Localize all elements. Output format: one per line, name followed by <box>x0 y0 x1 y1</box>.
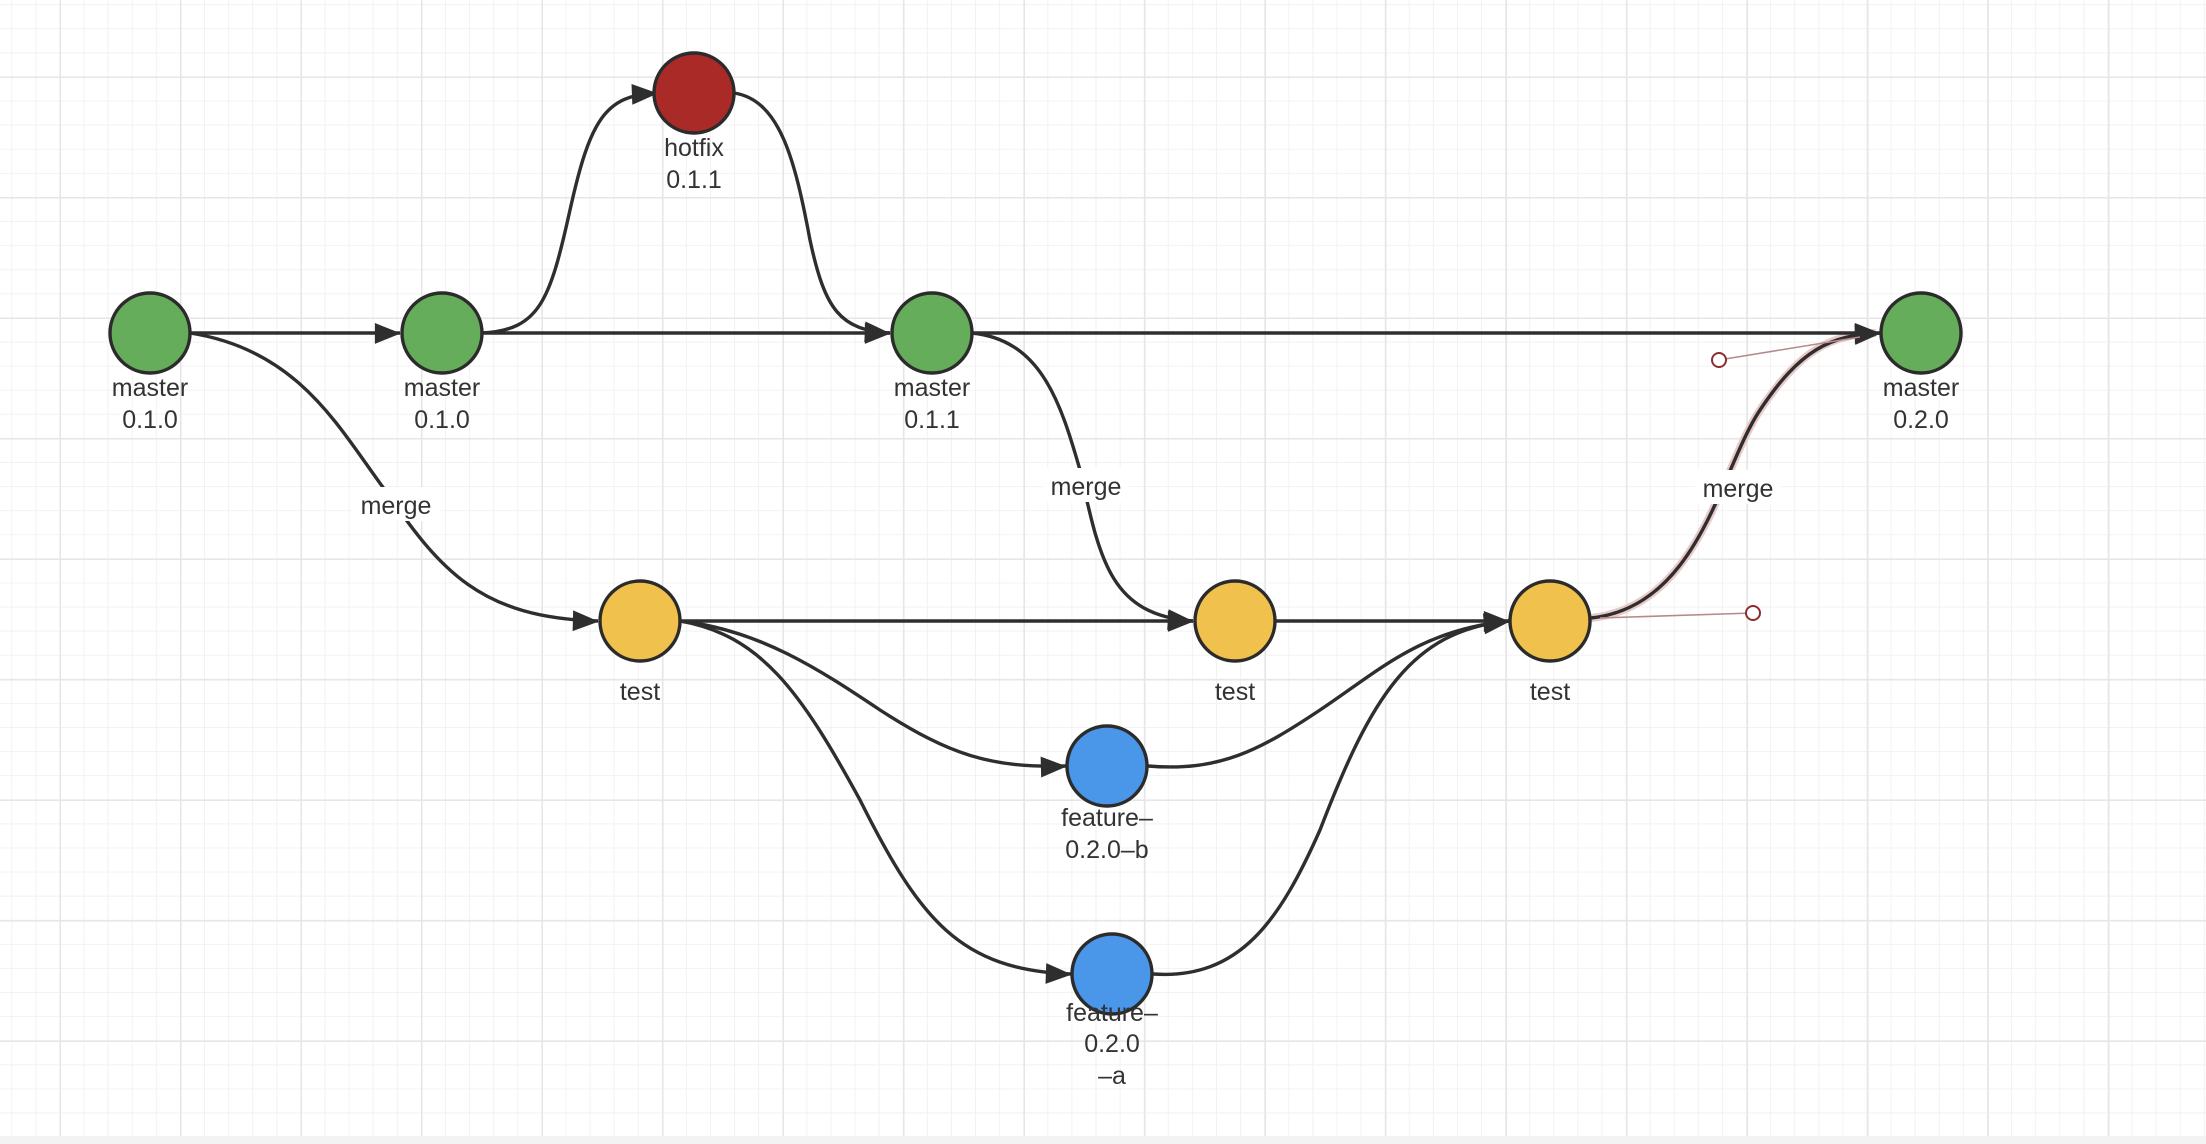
node-label-line: test <box>1215 678 1255 706</box>
nodes-layer: master 0.1.0 master 0.1.0 hotfix 0.1.1 m… <box>108 51 1963 1090</box>
edge-m2-h1[interactable] <box>481 84 658 335</box>
node-label-line: 0.2.0–b <box>1065 836 1148 864</box>
node-master-0-2-0[interactable]: master 0.2.0 <box>1879 291 1963 434</box>
edge-label-m3-t2: merge <box>1043 468 1129 502</box>
node-test-3[interactable]: test <box>1508 579 1592 706</box>
commit-node[interactable] <box>1070 932 1154 1016</box>
node-label-line: test <box>1530 678 1570 706</box>
node-label-line: feature– <box>1066 999 1158 1027</box>
edges-layer <box>189 84 1881 984</box>
canvas-bottom-edge <box>0 1136 2206 1144</box>
node-master-0-1-0-a[interactable]: master 0.1.0 <box>108 291 192 434</box>
edge-t1-fb[interactable] <box>679 619 1067 778</box>
node-label-line: 0.1.0 <box>122 406 178 434</box>
control-handle-dot[interactable] <box>1711 352 1727 368</box>
node-master-0-1-1[interactable]: master 0.1.1 <box>890 291 974 434</box>
commit-node[interactable] <box>1508 579 1592 663</box>
control-handle-line <box>1599 612 1754 619</box>
control-handle-dot[interactable] <box>1745 605 1761 621</box>
node-label-line: master <box>112 374 188 402</box>
node-label-line: test <box>620 678 660 706</box>
node-label-line: master <box>404 374 480 402</box>
node-label-line: master <box>1883 374 1959 402</box>
node-label-line: master <box>894 374 970 402</box>
node-test-2[interactable]: test <box>1193 579 1277 706</box>
commit-node[interactable] <box>652 51 736 135</box>
commit-node[interactable] <box>108 291 192 375</box>
edge-label-m1-t1: merge <box>353 487 439 521</box>
node-label-line: 0.2.0 <box>1893 406 1949 434</box>
commit-node[interactable] <box>400 291 484 375</box>
edge-t1-fa[interactable] <box>679 619 1072 984</box>
edge-fa-t3[interactable] <box>1152 613 1510 977</box>
node-label-line: 0.2.0 <box>1084 1030 1140 1058</box>
edge-label-text: merge <box>1051 473 1122 501</box>
edge-m1-t1[interactable] <box>189 331 599 632</box>
edge-label-t3-m4: merge <box>1695 470 1781 504</box>
node-feature-0-2-0-a[interactable]: feature– 0.2.0 –a <box>1066 932 1158 1090</box>
node-master-0-1-0-b[interactable]: master 0.1.0 <box>400 291 484 434</box>
commit-node[interactable] <box>1193 579 1277 663</box>
node-label-line: hotfix <box>664 134 724 162</box>
control-handle-line <box>1718 336 1861 361</box>
commit-node[interactable] <box>598 579 682 663</box>
node-test-1[interactable]: test <box>598 579 682 706</box>
node-label-line: 0.1.1 <box>904 406 960 434</box>
commit-node[interactable] <box>890 291 974 375</box>
node-label-line: 0.1.1 <box>666 166 722 194</box>
edge-h1-m3[interactable] <box>733 91 891 343</box>
edge-label-text: merge <box>361 492 432 520</box>
node-label-line: 0.1.0 <box>414 406 470 434</box>
edge-label-text: merge <box>1703 475 1774 503</box>
edge-fb-t3[interactable] <box>1147 613 1510 769</box>
commit-node[interactable] <box>1065 724 1149 808</box>
node-label-line: feature– <box>1061 804 1153 832</box>
node-feature-0-2-0-b[interactable]: feature– 0.2.0–b <box>1061 724 1153 864</box>
node-hotfix-0-1-1[interactable]: hotfix 0.1.1 <box>652 51 736 194</box>
commit-node[interactable] <box>1879 291 1963 375</box>
selected-edge-handles <box>1599 336 1861 621</box>
node-label-line: –a <box>1098 1062 1126 1090</box>
